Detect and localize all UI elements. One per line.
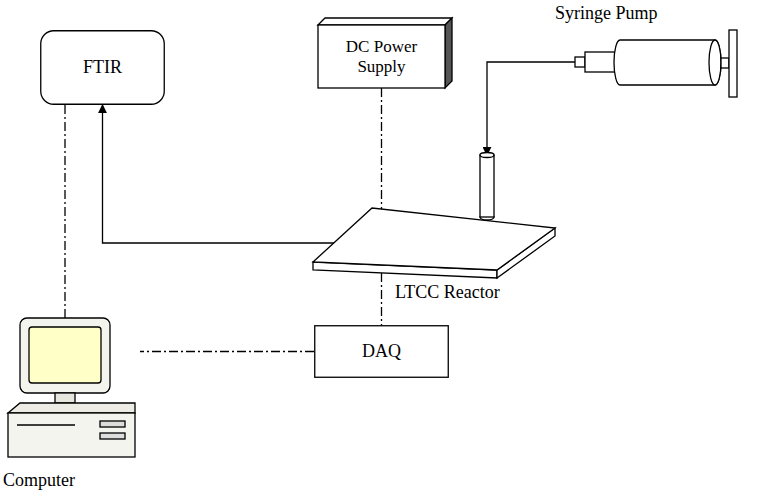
flow-arrow (103, 105, 335, 243)
pump-outline (575, 30, 740, 97)
node-label: DAQ (362, 341, 401, 362)
flow-arrow (487, 62, 575, 155)
node-label: Computer (3, 470, 75, 491)
node-label: LTCC Reactor (395, 282, 500, 303)
syringe-pump: Syringe Pump (575, 30, 740, 97)
node-label: Syringe Pump (555, 3, 658, 24)
reactor-plate: LTCC Reactor (313, 205, 555, 280)
signal-line (140, 351, 314, 352)
node-label: DC Power Supply (328, 37, 436, 76)
computer-icon: Computer (5, 315, 140, 460)
signal-line (64, 105, 65, 318)
node-label: FTIR (83, 57, 122, 78)
instrument-box: FTIR (40, 30, 165, 105)
signal-line (381, 273, 382, 325)
reactor-outline (313, 205, 555, 280)
daq-box: DAQ (314, 325, 449, 378)
power-supply-box: DC Power Supply (318, 25, 445, 88)
signal-line (381, 88, 382, 209)
computer-outline (5, 315, 140, 460)
